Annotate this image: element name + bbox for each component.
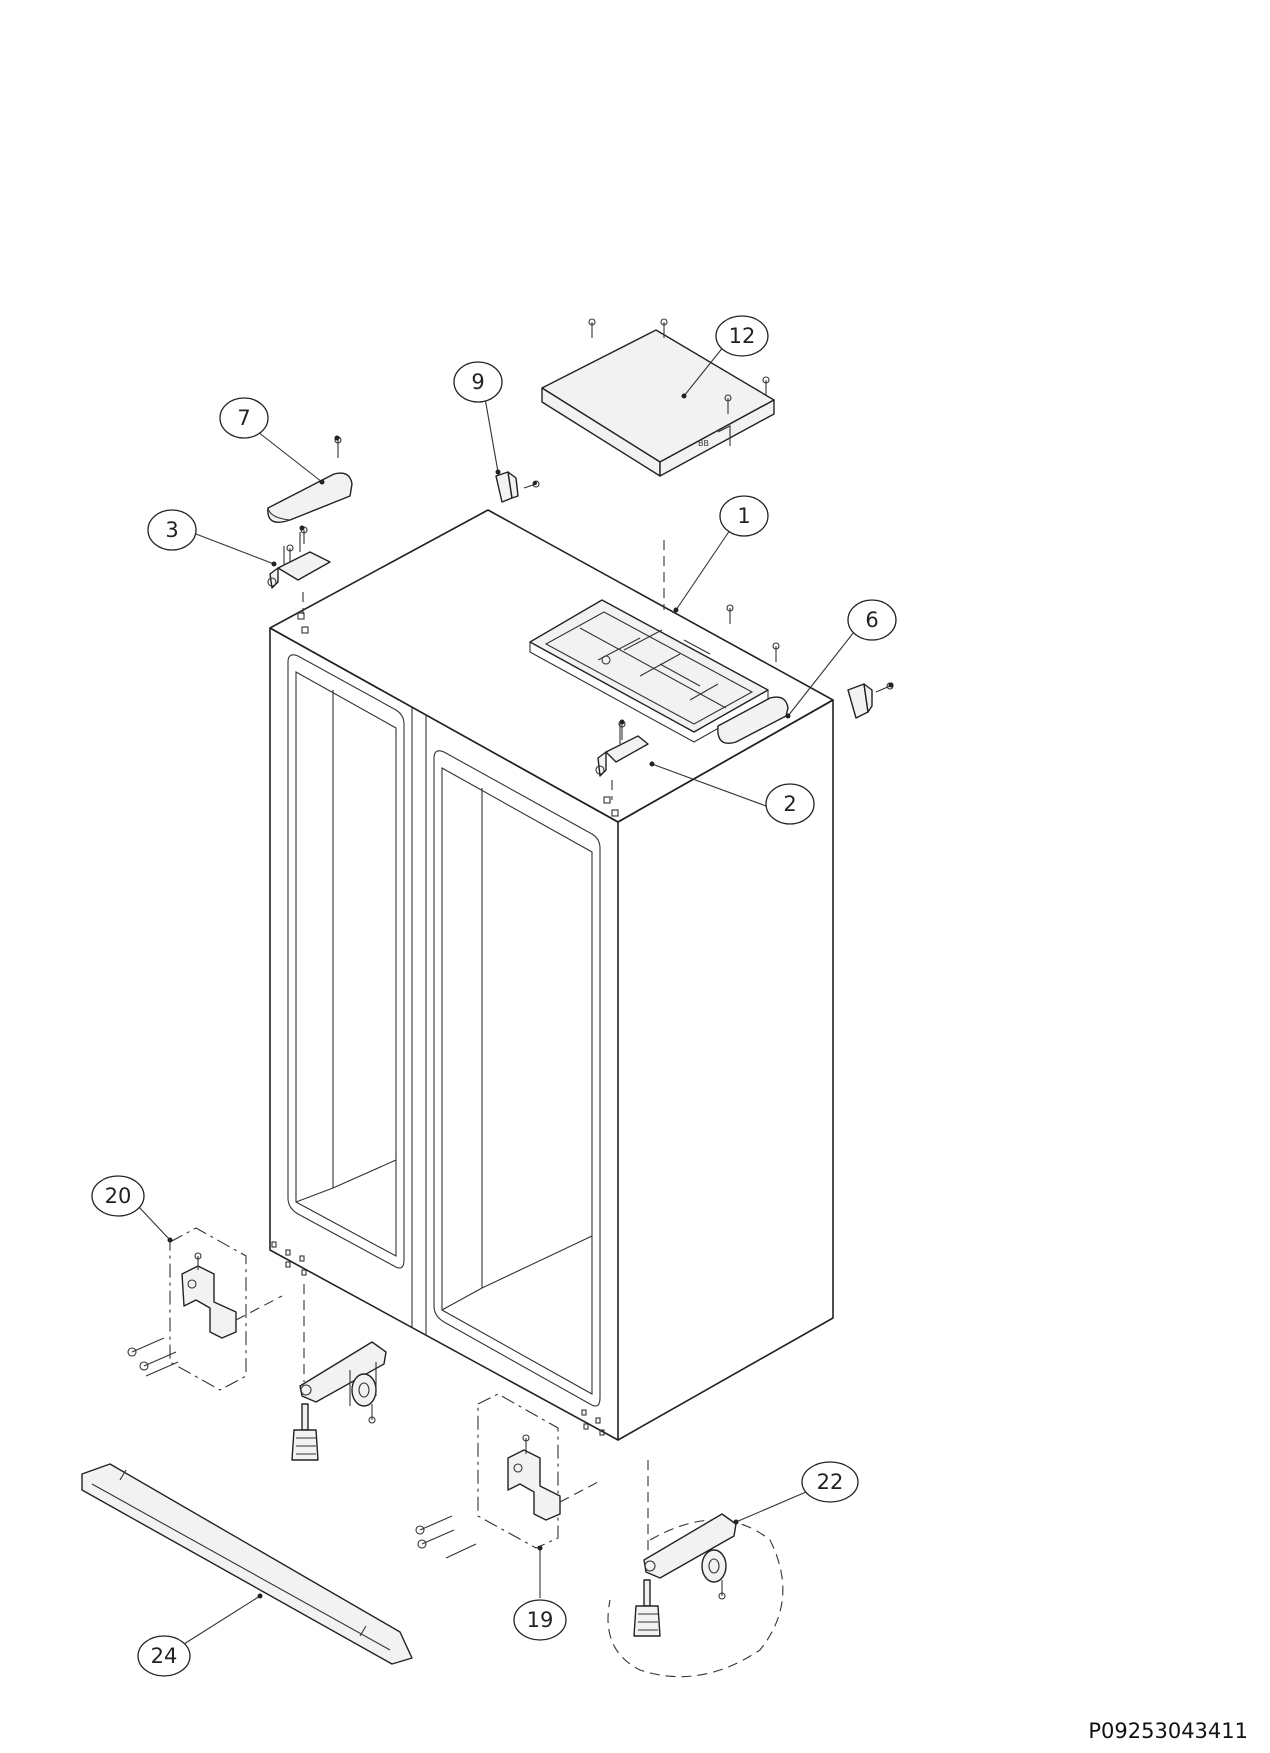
document-id: P09253043411 (1088, 1719, 1248, 1743)
refrigerator-cabinet (269, 509, 834, 1441)
right-hinge-cover (717, 696, 789, 744)
callout-leaders (137, 345, 855, 1645)
svg-text:6: 6 (865, 608, 878, 632)
svg-text:19: 19 (527, 1608, 554, 1632)
screws-top (286, 318, 894, 740)
callout-1: 1 (719, 495, 769, 537)
svg-text:24: 24 (151, 1644, 178, 1668)
callout-12: 12 (715, 315, 769, 357)
left-hinge-cover (267, 472, 353, 523)
guide-lines-top (302, 540, 665, 800)
callout-2: 2 (765, 783, 815, 825)
svg-text:12: 12 (729, 324, 756, 348)
callout-20: 20 (91, 1175, 145, 1217)
callout-3: 3 (147, 509, 197, 551)
lower-left-hinge-assembly (127, 1227, 283, 1391)
callout-7: 7 (219, 397, 269, 439)
toe-grille (81, 1463, 413, 1665)
callout-22: 22 (801, 1461, 859, 1503)
top-cover-plate: BB (541, 329, 775, 477)
svg-text:22: 22 (817, 1470, 844, 1494)
left-caster-leveler (291, 1284, 387, 1461)
svg-text:3: 3 (165, 518, 178, 542)
control-panel-housing (529, 599, 769, 743)
callout-6: 6 (847, 599, 897, 641)
svg-text:7: 7 (237, 406, 250, 430)
callout-19: 19 (513, 1599, 567, 1641)
callout-9: 9 (453, 361, 503, 403)
svg-text:1: 1 (737, 504, 750, 528)
top-bracket (495, 471, 519, 503)
top-right-hinge (595, 724, 649, 777)
top-left-hinge (267, 532, 331, 589)
svg-text:20: 20 (105, 1184, 132, 1208)
callout-24: 24 (137, 1635, 191, 1677)
svg-text:9: 9 (471, 370, 484, 394)
side-bracket (847, 683, 873, 719)
right-caster-leveler (607, 1460, 784, 1678)
lower-right-hinge-assembly (415, 1393, 599, 1559)
svg-text:BB: BB (698, 439, 709, 448)
svg-text:2: 2 (783, 792, 796, 816)
